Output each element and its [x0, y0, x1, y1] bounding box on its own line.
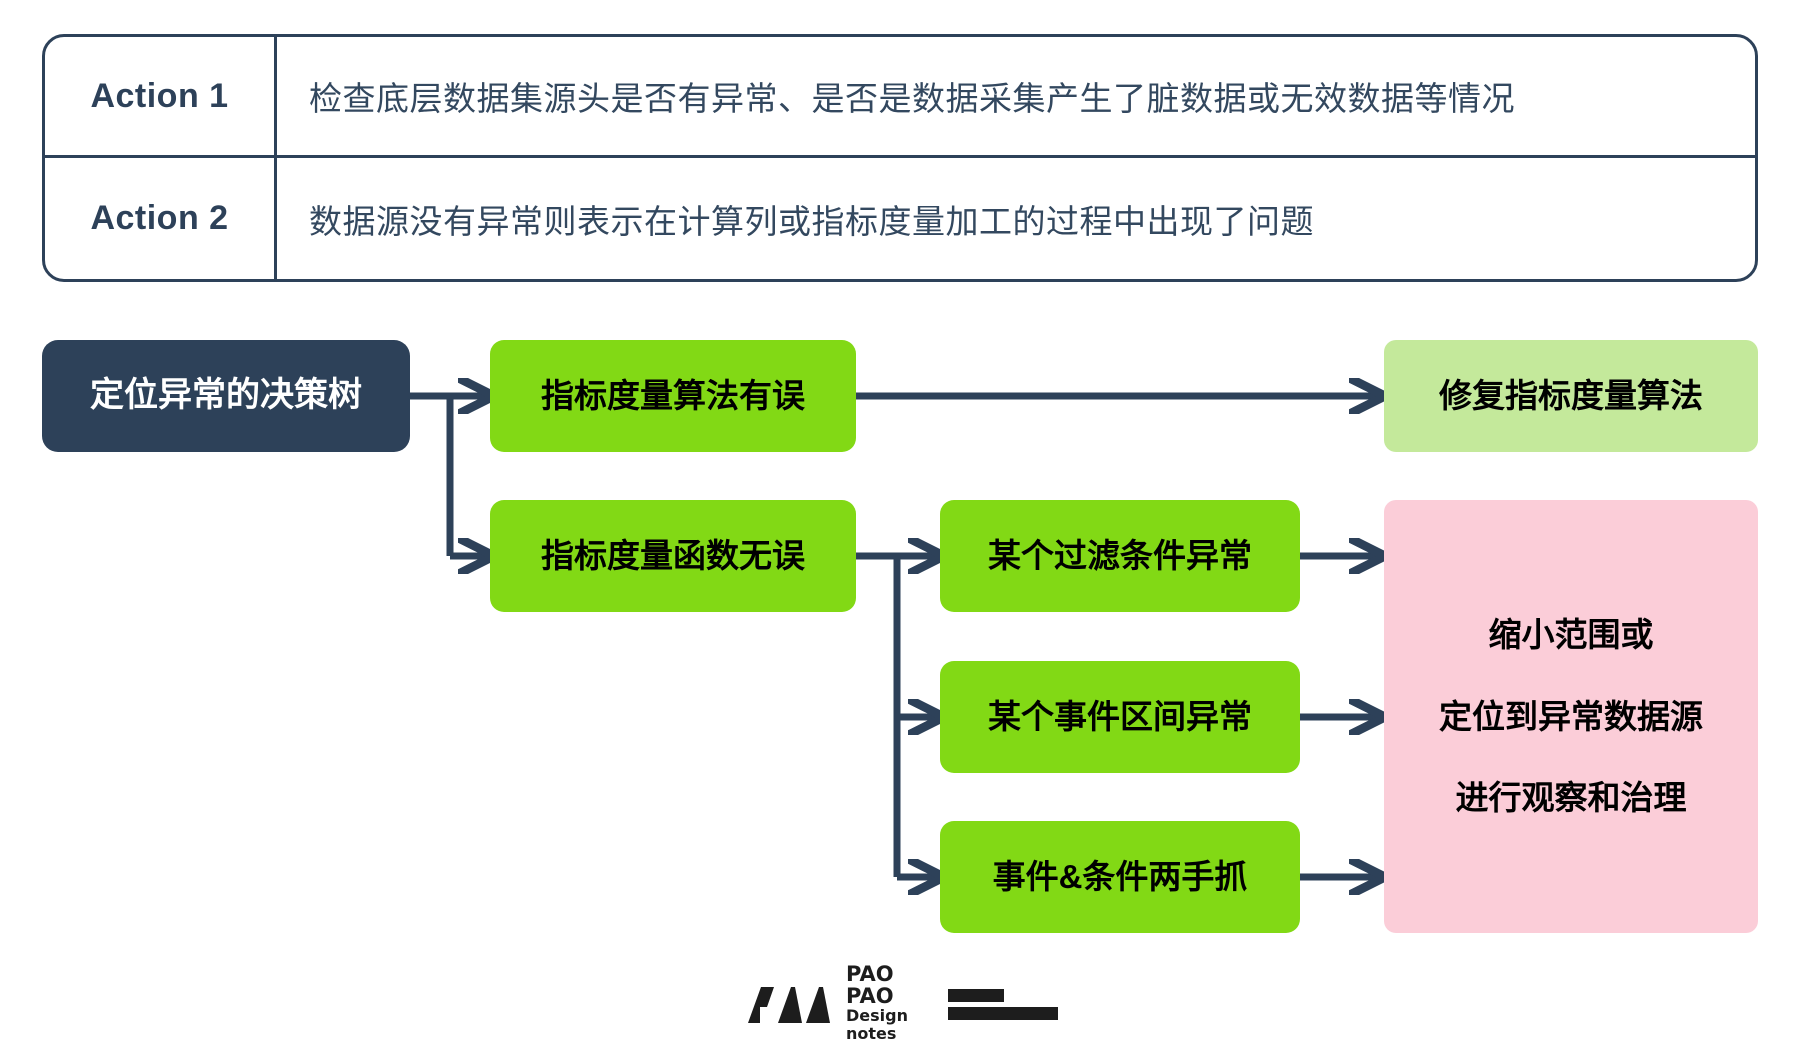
node-label: 指标度量函数无误	[541, 537, 805, 575]
node-label: 某个事件区间异常	[988, 698, 1252, 736]
action-label: Action 2	[90, 199, 229, 237]
action-label-cell: Action 1	[45, 37, 277, 155]
node-event-interval-anomaly[interactable]: 某个事件区间异常	[940, 661, 1300, 773]
action-description: 检查底层数据集源头是否有异常、是否是数据采集产生了脏数据或无效数据等情况	[309, 80, 1515, 117]
node-outcome-narrow-and-locate[interactable]: 缩小范围或 定位到异常数据源 进行观察和治理	[1384, 500, 1758, 933]
action-description: 数据源没有异常则表示在计算列或指标度量加工的过程中出现了问题	[309, 202, 1314, 240]
node-metric-function-ok[interactable]: 指标度量函数无误	[490, 500, 856, 612]
table-row: Action 2 数据源没有异常则表示在计算列或指标度量加工的过程中出现了问题	[45, 158, 1755, 279]
action-text-cell: 检查底层数据集源头是否有异常、是否是数据采集产生了脏数据或无效数据等情况	[277, 37, 1755, 155]
action-text-cell: 数据源没有异常则表示在计算列或指标度量加工的过程中出现了问题	[277, 158, 1755, 279]
logo-bars	[948, 987, 1058, 1020]
action-label-cell: Action 2	[45, 158, 277, 279]
node-filter-condition-anomaly[interactable]: 某个过滤条件异常	[940, 500, 1300, 612]
action-label: Action 1	[90, 76, 229, 115]
node-label: 事件&条件两手抓	[992, 858, 1248, 896]
table-row: Action 1 检查底层数据集源头是否有异常、是否是数据采集产生了脏数据或无效…	[45, 37, 1755, 158]
action-table: Action 1 检查底层数据集源头是否有异常、是否是数据采集产生了脏数据或无效…	[42, 34, 1758, 282]
brand-logo: PAO PAO Design notes	[748, 963, 1058, 1043]
node-metric-algorithm-error[interactable]: 指标度量算法有误	[490, 340, 856, 452]
node-root-decision-tree[interactable]: 定位异常的决策树	[42, 340, 410, 452]
logo-tagline: Design notes	[846, 1005, 908, 1044]
node-label: 某个过滤条件异常	[988, 537, 1252, 575]
outcome-line-2: 定位到异常数据源	[1439, 697, 1703, 735]
node-label: 指标度量算法有误	[541, 377, 805, 415]
logo-bar-top	[948, 988, 1004, 1002]
logo-bar-bottom	[948, 1006, 1058, 1020]
logo-name: PAO PAO	[846, 961, 894, 1008]
outcome-line-3: 进行观察和治理	[1455, 779, 1687, 817]
node-fix-metric-algorithm[interactable]: 修复指标度量算法	[1384, 340, 1758, 452]
outcome-line-1: 缩小范围或	[1488, 615, 1654, 653]
node-label: 定位异常的决策树	[90, 376, 362, 415]
logo-wordmark: PAO PAO Design notes	[846, 963, 938, 1044]
paopao-mountain-icon	[748, 987, 830, 1023]
node-label: 修复指标度量算法	[1439, 377, 1703, 415]
node-event-and-condition[interactable]: 事件&条件两手抓	[940, 821, 1300, 933]
